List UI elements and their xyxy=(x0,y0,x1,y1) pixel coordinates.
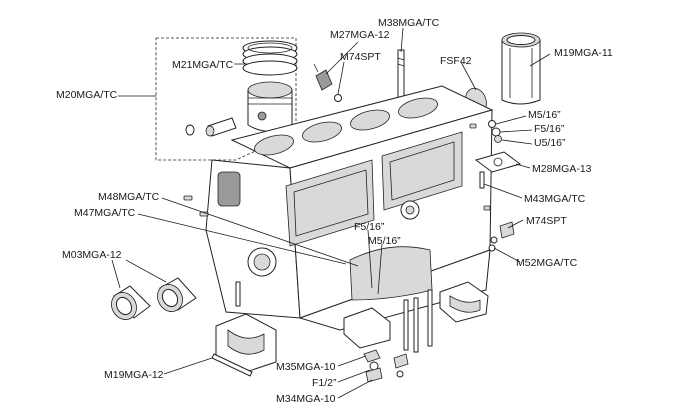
label-m34mga10: M34MGA-10 xyxy=(276,393,336,405)
part-labels: M27MGA-12 M38MGA/TC M74SPT M21MGA/TC FSF… xyxy=(56,17,613,405)
label-m48mgatc: M48MGA/TC xyxy=(98,191,160,203)
leader-lines xyxy=(111,27,551,399)
label-m19mga11: M19MGA-11 xyxy=(554,47,613,59)
oil-fitting xyxy=(313,63,342,102)
drain-plug xyxy=(490,221,515,244)
label-m20mgatc: M20MGA/TC xyxy=(56,89,118,101)
label-m35mga10: M35MGA-10 xyxy=(276,361,336,373)
label-m74spt-top: M74SPT xyxy=(340,51,381,63)
label-m28mga13: M28MGA-13 xyxy=(532,163,592,175)
label-m52mgatc: M52MGA/TC xyxy=(516,257,578,269)
main-bearing-caps xyxy=(215,281,489,373)
label-f1-2: F1/2” xyxy=(312,377,337,389)
small-fitting xyxy=(488,244,496,252)
label-m5-16-mid: M5/16” xyxy=(368,235,401,247)
lower-nuts xyxy=(363,349,409,383)
label-m27mga12: M27MGA-12 xyxy=(330,29,390,41)
cylinder-block xyxy=(205,85,494,331)
label-fsf42: FSF42 xyxy=(440,55,472,67)
piston-assembly-group xyxy=(155,37,298,161)
label-m03mga12: M03MGA-12 xyxy=(62,249,122,261)
label-m5-16-top: M5/16” xyxy=(528,109,561,121)
label-m21mgatc: M21MGA/TC xyxy=(172,59,234,71)
gasket xyxy=(474,151,522,173)
label-m43mgatc: M43MGA/TC xyxy=(524,193,586,205)
camshaft-bearings xyxy=(111,277,197,320)
label-m38mgatc: M38MGA/TC xyxy=(378,17,440,29)
label-m47mgatc: M47MGA/TC xyxy=(74,207,136,219)
dowel-rod xyxy=(211,353,253,377)
label-m19mga12: M19MGA-12 xyxy=(104,369,164,381)
label-m74spt-right: M74SPT xyxy=(526,215,567,227)
bearing-studs xyxy=(235,281,433,353)
stud-nut-washer-set xyxy=(488,120,502,143)
cylinder-liner xyxy=(501,32,541,105)
label-f5-16-mid: F5/16” xyxy=(354,221,385,233)
label-u5-16: U5/16” xyxy=(534,137,566,149)
label-f5-16-top: F5/16” xyxy=(534,123,565,135)
